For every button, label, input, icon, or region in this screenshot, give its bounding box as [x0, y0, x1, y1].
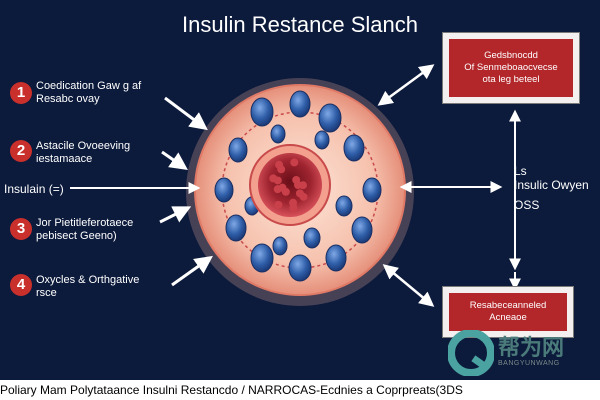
nucleus-granule — [298, 181, 307, 190]
watermark-cn-text: 帮为网 — [498, 335, 565, 360]
diagram-canvas: Insulin Restance Slanch — [0, 0, 600, 380]
blue-organelle — [351, 216, 373, 244]
nucleus-granule — [292, 175, 301, 184]
caption: Poliary Mam Polytataance Insulni Restanc… — [0, 380, 600, 400]
blue-organelle — [303, 227, 321, 249]
step-2-badge: 2 — [10, 140, 32, 162]
nucleus-granule — [290, 158, 299, 167]
nucleus-granule — [299, 192, 308, 201]
blue-organelle — [214, 177, 234, 203]
insulin-label: Insulain (=) — [4, 182, 64, 196]
diagram-graphics — [70, 64, 521, 307]
nucleus-granule — [273, 185, 282, 194]
diagram-title: Insulin Restance Slanch — [181, 12, 419, 37]
step-4-badge: 4 — [10, 274, 32, 296]
nucleus-granule — [274, 200, 283, 209]
arrow-4 — [171, 255, 213, 287]
step-3-badge: 3 — [10, 218, 32, 240]
blue-organelle — [250, 243, 274, 273]
blue-organelle — [270, 124, 286, 144]
arrow-2 — [161, 150, 188, 171]
blue-organelle — [250, 97, 274, 127]
nucleus-granule — [275, 160, 284, 169]
blue-organelle — [289, 90, 311, 118]
blue-organelle — [314, 130, 330, 150]
blue-organelle — [225, 214, 247, 242]
blue-organelle — [362, 177, 382, 203]
nucleus-granule — [269, 174, 278, 183]
blue-organelle — [343, 134, 365, 162]
blue-organelle — [325, 244, 347, 272]
step-1-badge: 1 — [10, 82, 32, 104]
arrow-bottom-right — [382, 264, 435, 307]
blue-organelle — [335, 195, 353, 217]
arrow-top-right — [377, 64, 435, 106]
watermark: 帮为网 BANGYUNWANG — [447, 329, 576, 377]
nucleus-granule — [289, 203, 298, 212]
nucleus-granule — [281, 187, 290, 196]
arrow-3 — [159, 206, 192, 224]
watermark-en-text: BANGYUNWANG — [498, 360, 560, 367]
blue-organelle — [318, 103, 342, 133]
nucleus — [258, 153, 322, 217]
blue-organelle — [228, 137, 248, 163]
arrow-1 — [164, 96, 208, 131]
blue-organelle — [288, 254, 312, 282]
watermark-logo-icon — [447, 329, 495, 377]
blue-organelle — [272, 236, 288, 256]
right-side-text: Ls Insulic Owyen OSS — [514, 164, 589, 212]
